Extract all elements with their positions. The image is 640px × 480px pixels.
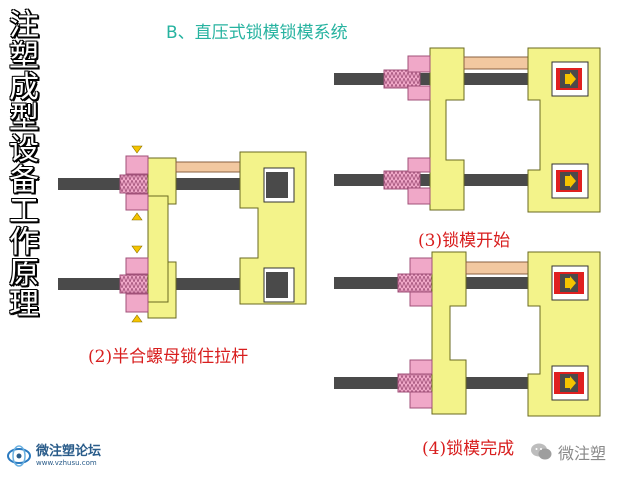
half-nut xyxy=(409,391,433,409)
watermark-forum-name: 微注塑论坛 xyxy=(36,444,102,459)
thread-lower xyxy=(397,373,433,393)
cylinder-step2 xyxy=(175,161,241,173)
tie-bar-upper xyxy=(58,178,296,190)
thread-upper xyxy=(119,174,151,194)
arrow-up-icon xyxy=(131,314,143,323)
arrow-right-icon xyxy=(565,376,576,390)
watermark-forum-url: www.vzhusu.com xyxy=(36,459,97,467)
tie-bar-lower xyxy=(58,278,296,290)
caption-step3: (3)锁模开始 xyxy=(418,231,511,251)
caption-step2: (2)半合螺母锁住拉杆 xyxy=(88,347,249,367)
half-nut xyxy=(407,85,431,101)
section-title: B、直压式锁模锁模系统 xyxy=(166,23,348,43)
half-nut xyxy=(407,157,431,173)
thread-lower xyxy=(119,274,151,294)
piston-lower xyxy=(266,272,288,298)
half-nut-lower-top xyxy=(125,257,149,275)
watermark-forum: 微注塑论坛 www.vzhusu.com xyxy=(6,443,101,469)
half-nut-upper-bottom xyxy=(125,193,149,211)
cylinder-step4 xyxy=(465,261,529,275)
assembly-step2 xyxy=(58,145,307,323)
half-nut xyxy=(407,187,431,205)
piston-upper xyxy=(266,172,288,198)
forum-logo-icon xyxy=(7,445,31,467)
arrow-down-icon xyxy=(131,245,143,254)
thread-upper xyxy=(383,69,421,89)
half-nut xyxy=(409,291,433,307)
arrow-right-icon xyxy=(565,276,576,290)
caption-step4: (4)锁模完成 xyxy=(422,439,515,459)
watermark-wechat-name: 微注塑 xyxy=(558,444,607,463)
half-nut-upper-top xyxy=(125,155,149,175)
moving-platen-step3 xyxy=(429,47,465,211)
arrow-up-icon xyxy=(131,212,143,221)
vertical-title: 注塑成型设备工作原理 xyxy=(9,8,39,322)
arrow-down-icon xyxy=(131,145,143,154)
half-nut xyxy=(407,55,431,73)
platen-web-step2 xyxy=(147,195,169,303)
arrow-right-icon xyxy=(565,174,576,188)
moving-platen-step4 xyxy=(431,251,467,415)
half-nut xyxy=(409,359,433,375)
cylinder-step3 xyxy=(463,56,529,70)
thread-lower xyxy=(383,170,421,190)
half-nut-lower-bottom xyxy=(125,293,149,313)
thread-upper xyxy=(397,273,433,293)
half-nut xyxy=(409,257,433,275)
arrow-right-icon xyxy=(565,72,576,86)
wechat-icon xyxy=(531,443,552,460)
assembly-step4 xyxy=(334,251,601,417)
assembly-step3 xyxy=(334,47,601,213)
watermark-wechat: 微注塑 xyxy=(530,440,606,464)
